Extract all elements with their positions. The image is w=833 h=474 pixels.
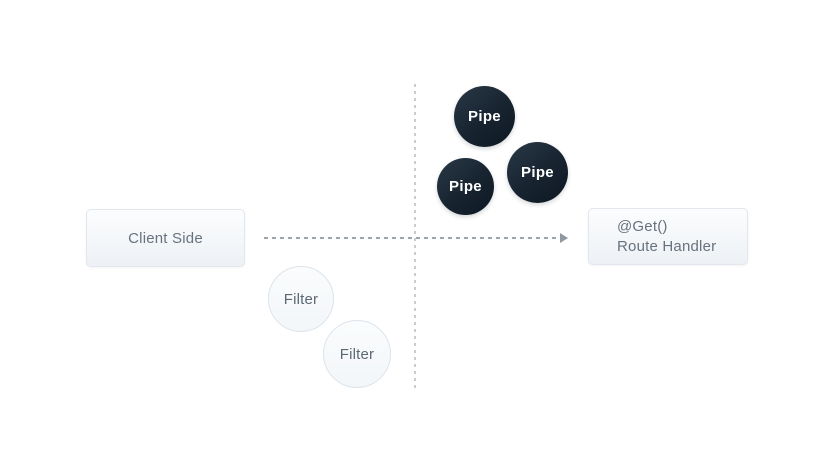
pipe-node: Pipe (507, 142, 568, 203)
arrowhead-icon (560, 233, 568, 243)
pipe-node: Pipe (454, 86, 515, 147)
route-decorator-label: @Get() (617, 217, 668, 235)
client-side-box: Client Side (86, 209, 245, 267)
filter-label: Filter (339, 345, 375, 363)
route-handler-box: @Get() Route Handler (588, 208, 748, 265)
pipe-label: Pipe (468, 108, 501, 125)
pipe-node: Pipe (437, 158, 494, 215)
pipe-label: Pipe (521, 164, 554, 181)
route-handler-label: Route Handler (617, 237, 717, 255)
filter-node: Filter (323, 320, 391, 388)
pipe-label: Pipe (449, 178, 482, 195)
filter-node: Filter (268, 266, 334, 332)
filter-label: Filter (283, 290, 319, 308)
request-flow-dashed-arrow (264, 237, 561, 239)
client-side-label: Client Side (128, 229, 203, 247)
